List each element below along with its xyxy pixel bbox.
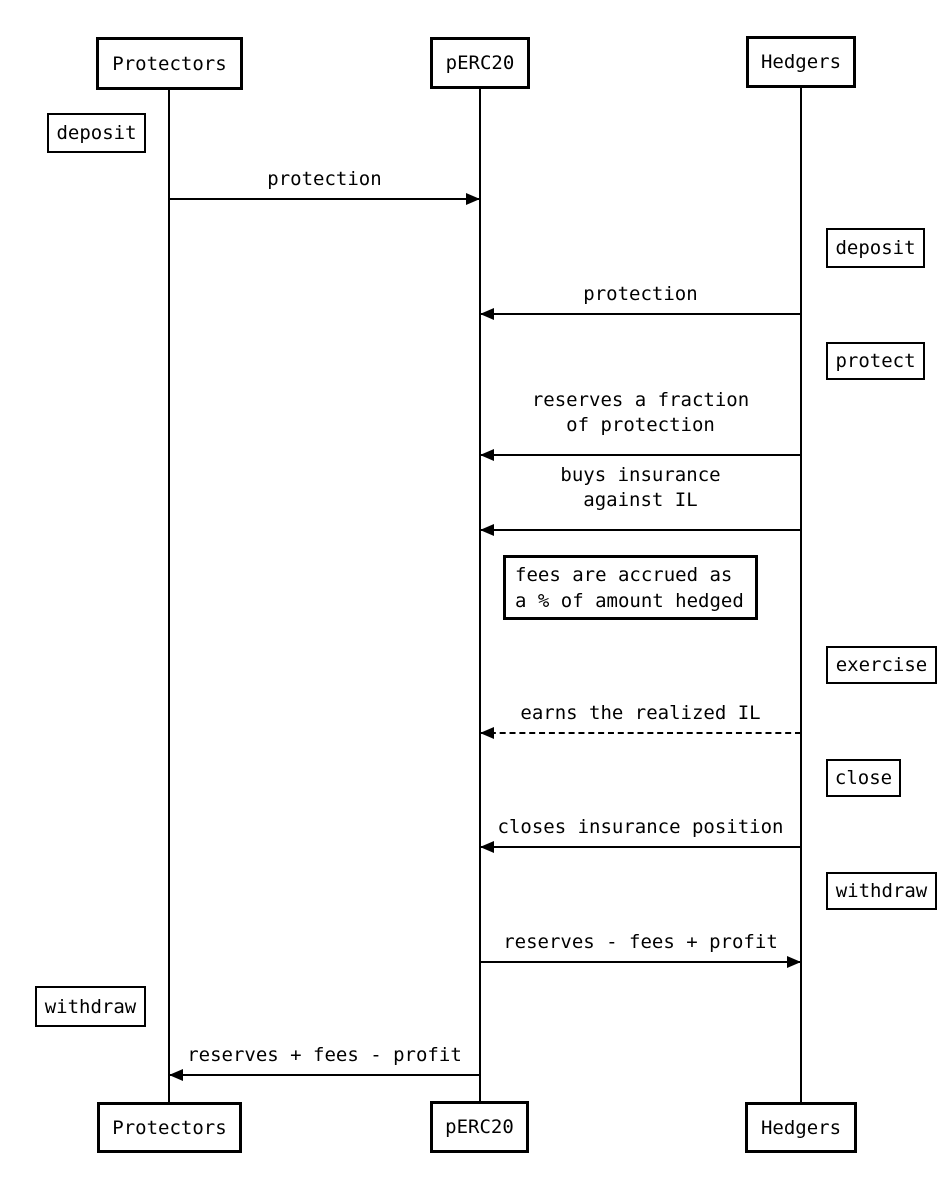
action-label: close: [834, 767, 893, 789]
message-label: closes insurance position: [497, 816, 784, 838]
action-label: deposit: [56, 122, 137, 144]
actor-box-protectors-bottom: Protectors: [97, 1102, 242, 1153]
lifeline-perc20: [479, 88, 481, 1102]
actor-label: Hedgers: [760, 51, 842, 73]
action-box-withdraw-protectors: withdraw: [35, 986, 146, 1027]
message-protection-protectors-to-perc20: protection: [169, 168, 480, 205]
arrowhead-left-icon: [480, 727, 494, 739]
actor-box-hedgers-top: Hedgers: [746, 36, 856, 88]
arrowhead-right-icon: [466, 193, 480, 205]
message-label: reserves - fees + profit: [503, 931, 778, 953]
lifeline-protectors: [168, 88, 170, 1103]
message-protection-hedgers-to-perc20: protection: [480, 283, 801, 320]
lifeline-hedgers: [800, 87, 802, 1103]
actor-label: Protectors: [112, 52, 227, 75]
action-label: exercise: [835, 654, 928, 676]
action-box-deposit-hedgers: deposit: [826, 228, 925, 268]
arrowhead-left-icon: [480, 449, 494, 461]
arrowhead-left-icon: [480, 524, 494, 536]
message-earns-realized-il: earns the realized IL: [480, 702, 801, 739]
action-label: withdraw: [44, 995, 137, 1018]
action-label: deposit: [835, 237, 916, 259]
actor-box-perc20-bottom: pERC20: [430, 1101, 529, 1153]
note-text: fees are accrued as a % of amount hedged: [515, 563, 744, 612]
message-buys-insurance: buys insurance against IL: [480, 464, 801, 536]
note-box-fees: fees are accrued as a % of amount hedged: [503, 555, 758, 620]
message-label: reserves a fraction of protection: [531, 389, 750, 436]
message-label: protection: [583, 283, 698, 305]
message-label: buys insurance against IL: [560, 464, 721, 511]
action-box-close: close: [826, 759, 901, 797]
message-label: protection: [267, 168, 382, 190]
actor-label: Hedgers: [760, 1116, 842, 1139]
message-label: reserves + fees - profit: [187, 1044, 462, 1066]
actor-box-perc20-top: pERC20: [430, 37, 530, 89]
actor-label: Protectors: [112, 1116, 227, 1139]
arrowhead-left-icon: [169, 1069, 183, 1081]
message-closes-insurance-position: closes insurance position: [480, 816, 801, 853]
action-label: withdraw: [835, 880, 928, 902]
action-box-withdraw-hedgers: withdraw: [826, 872, 937, 910]
arrowhead-left-icon: [480, 841, 494, 853]
message-label: earns the realized IL: [520, 702, 761, 724]
message-reserves-plus-fees-minus-profit: reserves + fees - profit: [169, 1044, 480, 1081]
arrowhead-left-icon: [480, 308, 494, 320]
actor-box-hedgers-bottom: Hedgers: [745, 1102, 857, 1153]
action-box-deposit-protectors: deposit: [47, 113, 146, 153]
arrowhead-right-icon: [787, 956, 801, 968]
message-reserves-minus-fees-plus-profit: reserves - fees + profit: [480, 931, 801, 968]
actor-box-protectors-top: Protectors: [96, 37, 243, 90]
action-box-exercise: exercise: [826, 646, 937, 684]
actor-label: pERC20: [445, 52, 515, 74]
actor-label: pERC20: [445, 1116, 514, 1138]
action-box-protect: protect: [826, 342, 925, 380]
action-label: protect: [835, 350, 916, 372]
message-reserves-fraction: reserves a fraction of protection: [480, 389, 801, 461]
